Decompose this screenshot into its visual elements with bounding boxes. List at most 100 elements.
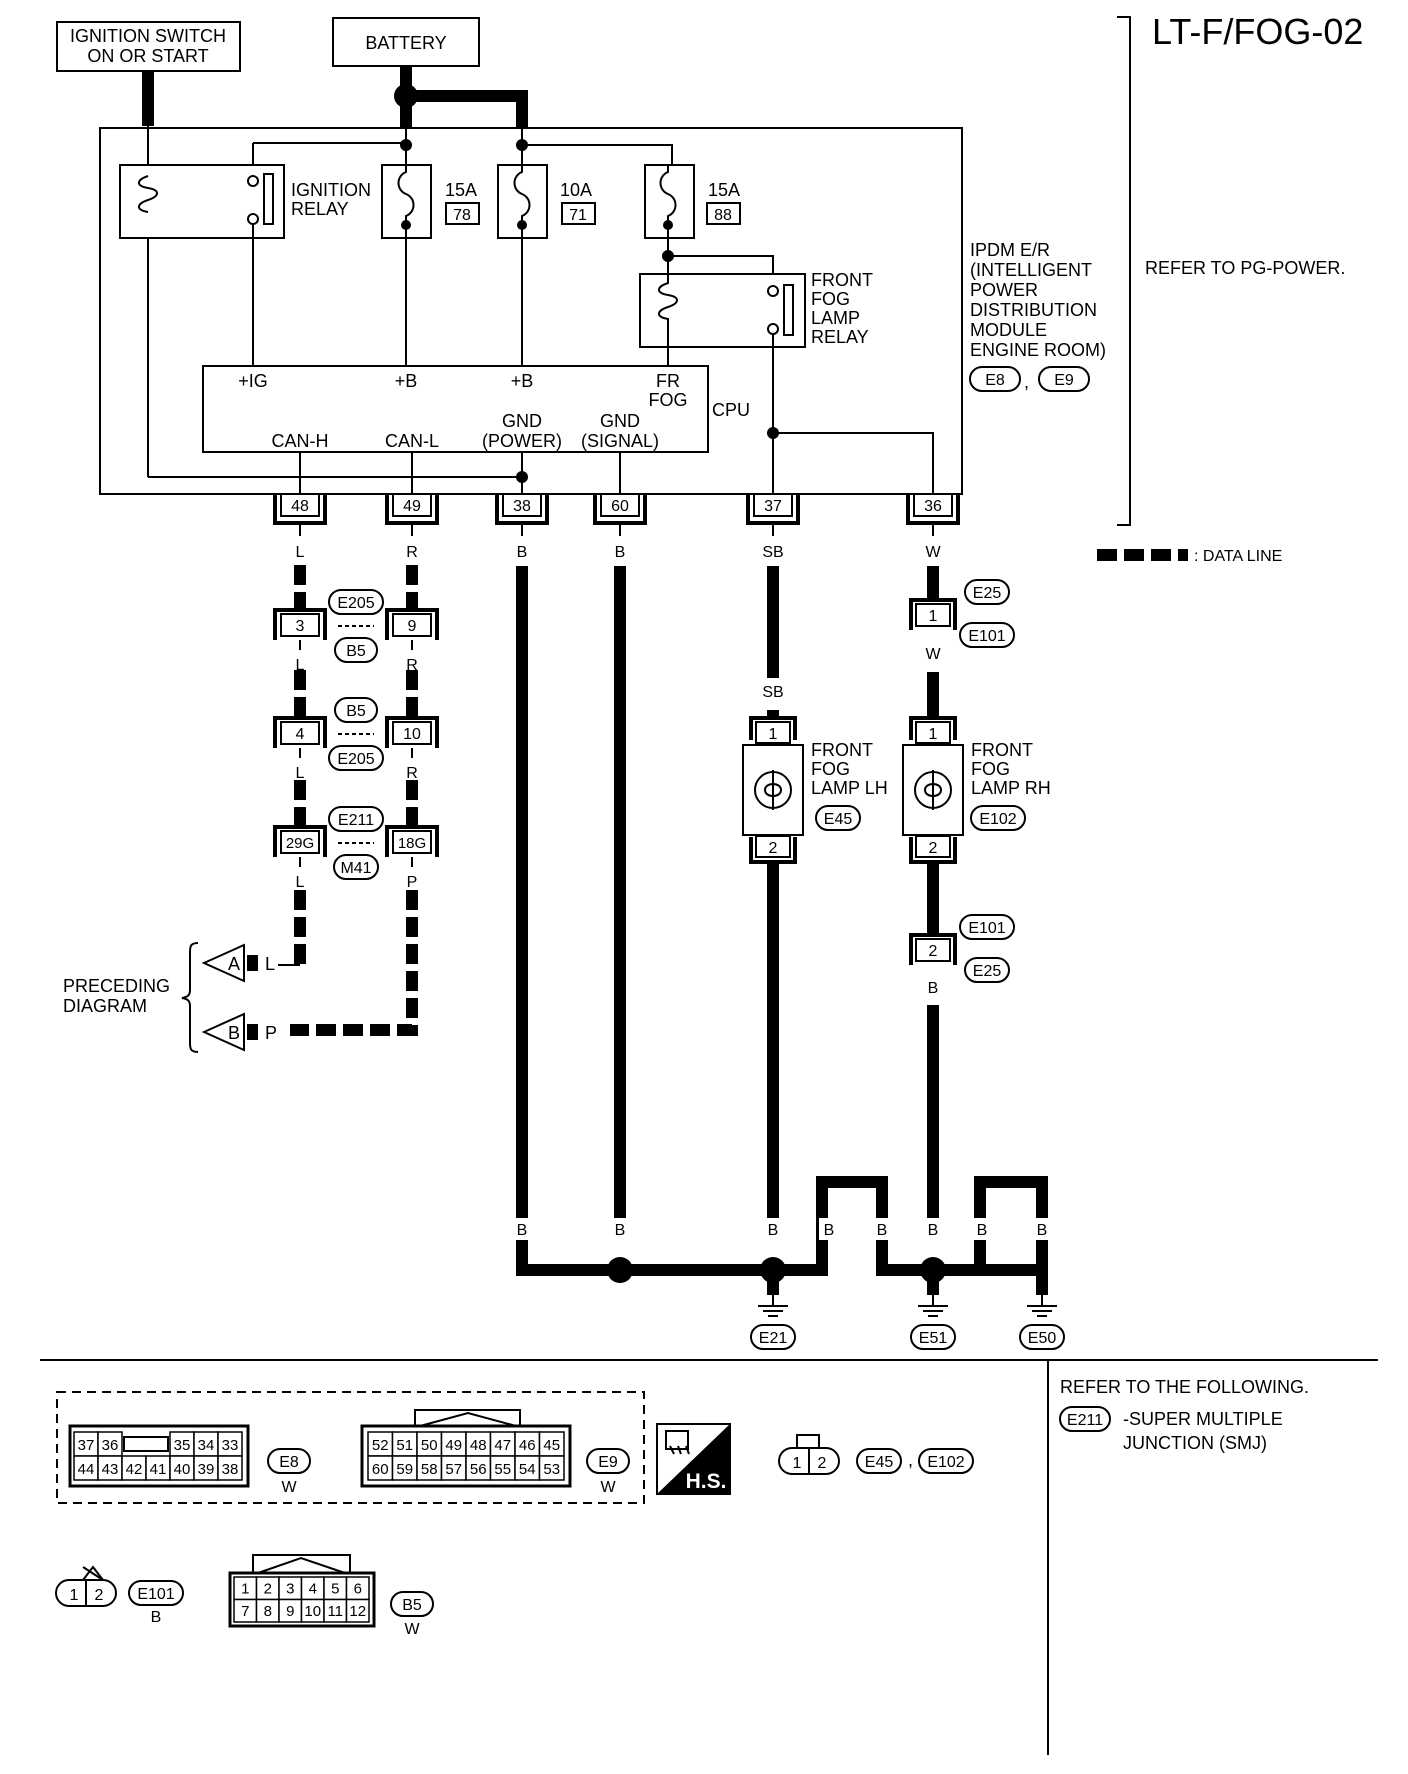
b5-view-color: W [404, 1621, 420, 1638]
fuse-71-number: 71 [569, 207, 587, 224]
fuse-88-rating: 15A [708, 180, 740, 200]
cell-1: 1 [241, 1581, 249, 1598]
ground-E21: E21 [750, 1295, 796, 1350]
joint-color-right: R [406, 765, 418, 782]
cell-33: 33 [222, 1437, 239, 1454]
fuse-78-number: 78 [453, 207, 471, 224]
ipdm-connector-frame [56, 1391, 645, 1504]
ground-wire-color: B [977, 1222, 988, 1239]
lamp-color-out-rh: B [928, 879, 939, 896]
cell-34: 34 [198, 1437, 215, 1454]
cell-5: 5 [331, 1581, 339, 1598]
hs-badge-text: H.S. [686, 1470, 727, 1493]
terminal-pin-48: 48 [291, 498, 309, 515]
e101-view-conn: E101 [137, 1586, 174, 1603]
inline-conn-b: E25 [973, 963, 1002, 980]
ground-wire-color: B [928, 1222, 939, 1239]
section-bracket [1117, 16, 1131, 526]
cell-35: 35 [174, 1437, 191, 1454]
terminal-color-38: B [517, 544, 528, 561]
ipdm-conn-e9: E9 [1054, 372, 1074, 389]
joint-pin-10: 10 [403, 726, 421, 743]
ground-wire-color: B [877, 1222, 888, 1239]
joint-conn-bottom-M41: M41 [340, 860, 371, 877]
cpu-pin-ig: +IG [238, 371, 268, 391]
terminal-color-49: R [406, 544, 418, 561]
joint-color-left: L [296, 874, 305, 891]
ground-wire-color: B [768, 1222, 779, 1239]
fuse-78-rating: 15A [445, 180, 477, 200]
e101-view-pin-2: 2 [95, 1587, 104, 1604]
inline-pin-1: 1 [929, 608, 938, 625]
joint-color-right: P [407, 874, 418, 891]
cell-42: 42 [126, 1461, 143, 1478]
cell-37: 37 [78, 1437, 95, 1454]
preceding-arrow-b: B [228, 1023, 240, 1043]
data-line-legend: : DATA LINE [1097, 548, 1282, 565]
refer-pg-power: REFER TO PG-POWER. [1145, 258, 1345, 278]
cell-38: 38 [222, 1461, 239, 1478]
cell-56: 56 [470, 1461, 487, 1478]
cell-36: 36 [102, 1437, 119, 1454]
e45-view-conn: E45 [865, 1454, 894, 1471]
terminal-36: 36W [906, 493, 960, 561]
page-title: LT-F/FOG-02 [1152, 11, 1363, 52]
cell-10: 10 [304, 1603, 321, 1620]
battery-label: BATTERY [365, 33, 446, 53]
cell-2: 2 [264, 1581, 272, 1598]
joint-conn-top-B5: B5 [346, 703, 366, 720]
cpu-pin-b2: +B [511, 371, 534, 391]
cpu-label: CPU [712, 400, 750, 420]
data-line-legend-label: : DATA LINE [1194, 548, 1282, 565]
e9-view-conn: E9 [598, 1454, 618, 1471]
cell-52: 52 [372, 1437, 389, 1454]
terminal-pin-36: 36 [924, 498, 942, 515]
cell-43: 43 [102, 1461, 119, 1478]
cell-50: 50 [421, 1437, 438, 1454]
battery-box: BATTERY [332, 17, 480, 67]
inline-color-mid: W [925, 646, 941, 663]
cpu-pin-canl: CAN-L [385, 431, 439, 451]
refer-following: REFER TO THE FOLLOWING. E211 -SUPER MULT… [1059, 1377, 1309, 1453]
terminal-color-37: SB [762, 544, 783, 561]
terminal-color-48: L [296, 544, 305, 561]
e101-view-color: B [151, 1609, 162, 1626]
joint-color-left: L [296, 765, 305, 782]
cell-49: 49 [445, 1437, 462, 1454]
e8-view-conn: E8 [279, 1454, 299, 1471]
cell-54: 54 [519, 1461, 536, 1478]
preceding-arrow-a: A [228, 954, 240, 974]
inline-conn-a: E101 [968, 920, 1005, 937]
cell-41: 41 [150, 1461, 167, 1478]
joint-conn-bottom-E205: E205 [337, 751, 374, 768]
cell-3: 3 [286, 1581, 294, 1598]
cell-40: 40 [174, 1461, 191, 1478]
joint-conn-bottom-B5: B5 [346, 643, 366, 660]
terminal-pin-38: 38 [513, 498, 531, 515]
inline-color-below: B [928, 980, 939, 997]
preceding-color-p: P [265, 1023, 277, 1043]
cell-6: 6 [354, 1581, 362, 1598]
inline-conn-b: E101 [968, 628, 1005, 645]
ground-wire-color: B [1037, 1222, 1048, 1239]
